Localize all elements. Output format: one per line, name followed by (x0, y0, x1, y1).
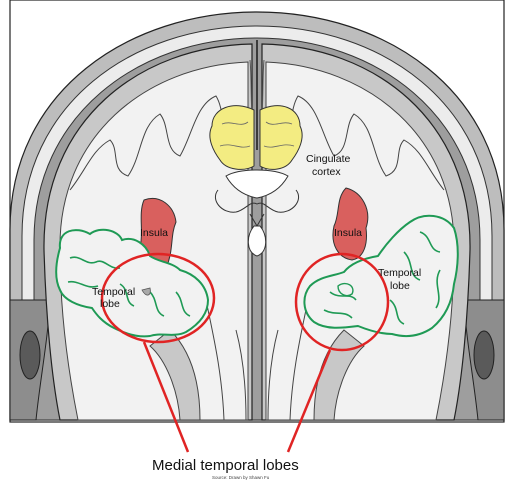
label-temporal-left-line2: lobe (100, 298, 120, 310)
label-temporal-left-line1: Temporal (92, 286, 135, 298)
label-insula-left: Insula (140, 227, 168, 239)
label-cingulate-line1: Cingulate (306, 153, 351, 165)
label-temporal-right-line2: lobe (390, 280, 410, 292)
caption-medial-temporal-lobes: Medial temporal lobes (152, 457, 299, 474)
source-credit: Source: Drawn by Shawn Fu (212, 475, 270, 480)
label-insula-right: Insula (334, 227, 362, 239)
label-cingulate-line2: cortex (312, 166, 341, 178)
label-temporal-right-line1: Temporal (378, 267, 421, 279)
